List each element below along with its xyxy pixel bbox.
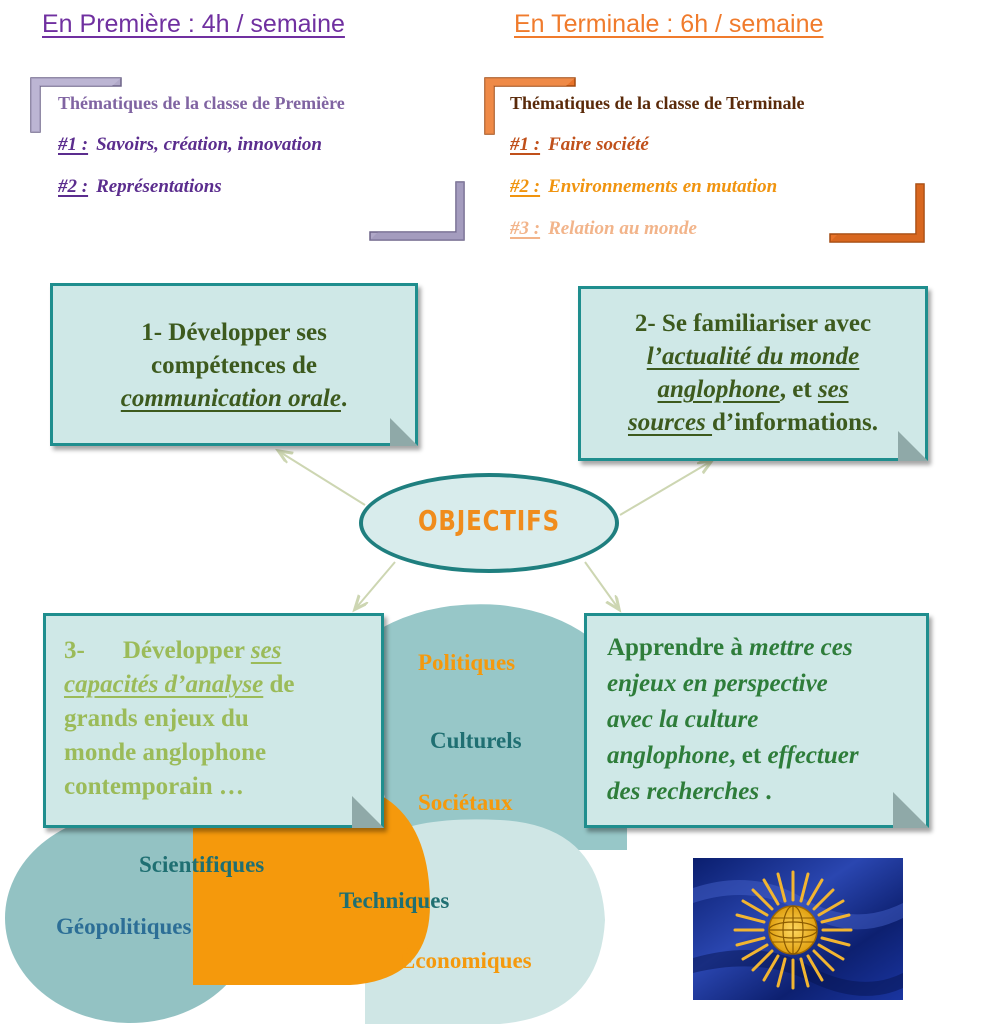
theme-label: Savoirs, création, innovation	[96, 134, 322, 155]
theme-label: Relation au monde	[548, 218, 697, 239]
objective-3-note: 3-Développer ses capacités d’analyse de …	[43, 613, 384, 828]
blob-orange	[193, 790, 430, 985]
theme-number: #2 :	[58, 176, 89, 197]
note-fold-corner	[898, 431, 928, 461]
arrow-to-objective-1	[280, 452, 366, 506]
globe-icon	[768, 905, 818, 955]
theme-label: Représentations	[96, 176, 222, 197]
note-fold-corner	[390, 418, 418, 446]
domain-politiques: Politiques	[418, 650, 516, 675]
header-terminale: En Terminale : 6h / semaine	[514, 10, 824, 38]
theme-number: #3 :	[510, 218, 541, 239]
terminale-theme-1: #1 : Faire société	[510, 134, 649, 156]
theme-number: #1 :	[58, 134, 89, 155]
objective-4-text: Apprendre à mettre ces enjeux en perspec…	[607, 634, 859, 805]
terminale-bracket-top-left	[484, 77, 576, 135]
theme-number: #1 :	[510, 134, 541, 155]
arrow-to-objective-3	[356, 561, 396, 608]
premiere-bracket-top-left	[30, 77, 122, 133]
premiere-theme-2: #2 : Représentations	[58, 176, 222, 198]
domain-economiques: Économiques	[400, 948, 532, 973]
objective-2-emphasis-2: ses	[817, 376, 849, 403]
premiere-theme-1: #1 : Savoirs, création, innovation	[58, 134, 322, 156]
domain-scientifiques: Scientifiques	[139, 852, 265, 877]
header-premiere: En Première : 4h / semaine	[42, 10, 345, 38]
objective-1-text: 1- Développer ses compétences de communi…	[120, 319, 348, 412]
domain-culturels: Culturels	[430, 728, 522, 753]
objective-1-emphasis: communication orale	[120, 385, 341, 412]
theme-number: #2 :	[510, 176, 541, 197]
note-fold-corner	[352, 796, 384, 828]
note-fold-corner	[893, 792, 929, 828]
objectifs-label: OBJECTIFS	[418, 504, 560, 537]
objective-2-emphasis-1: l’actualité du monde	[646, 343, 860, 370]
arrow-to-objective-2	[619, 462, 710, 516]
objectifs-ellipse: OBJECTIFS	[359, 473, 619, 573]
domain-societaux: Sociétaux	[418, 790, 513, 815]
blob-teal-left	[5, 813, 255, 1023]
domain-techniques: Techniques	[339, 888, 450, 913]
premiere-bracket-bottom-right	[369, 181, 465, 241]
arrow-to-objective-4	[584, 561, 618, 608]
objective-3-text: 3-Développer ses capacités d’analyse de …	[64, 637, 295, 800]
commonwealth-flag-image	[693, 858, 903, 1000]
objective-4-note: Apprendre à mettre ces enjeux en perspec…	[584, 613, 929, 828]
terminale-bracket-bottom-right	[829, 183, 925, 243]
theme-label: Environnements en mutation	[548, 176, 778, 197]
objective-1-note: 1- Développer ses compétences de communi…	[50, 283, 418, 446]
premiere-themes-title: Thématiques de la classe de Première	[58, 93, 345, 113]
sun-rays	[733, 870, 853, 990]
terminale-theme-3: #3 : Relation au monde	[510, 218, 697, 240]
objective-2-note: 2- Se familiariser avec l’actualité du m…	[578, 286, 928, 461]
terminale-themes-title: Thématiques de la classe de Terminale	[510, 93, 805, 113]
background-blobs	[5, 604, 627, 1024]
objective-2-text: 2- Se familiariser avec l’actualité du m…	[627, 310, 879, 436]
blob-teal-top	[378, 604, 627, 850]
theme-label: Faire société	[548, 134, 649, 155]
objective-3-emphasis: ses	[250, 637, 282, 664]
terminale-theme-2: #2 : Environnements en mutation	[510, 176, 777, 198]
domain-geopolitiques: Géopolitiques	[56, 914, 192, 939]
